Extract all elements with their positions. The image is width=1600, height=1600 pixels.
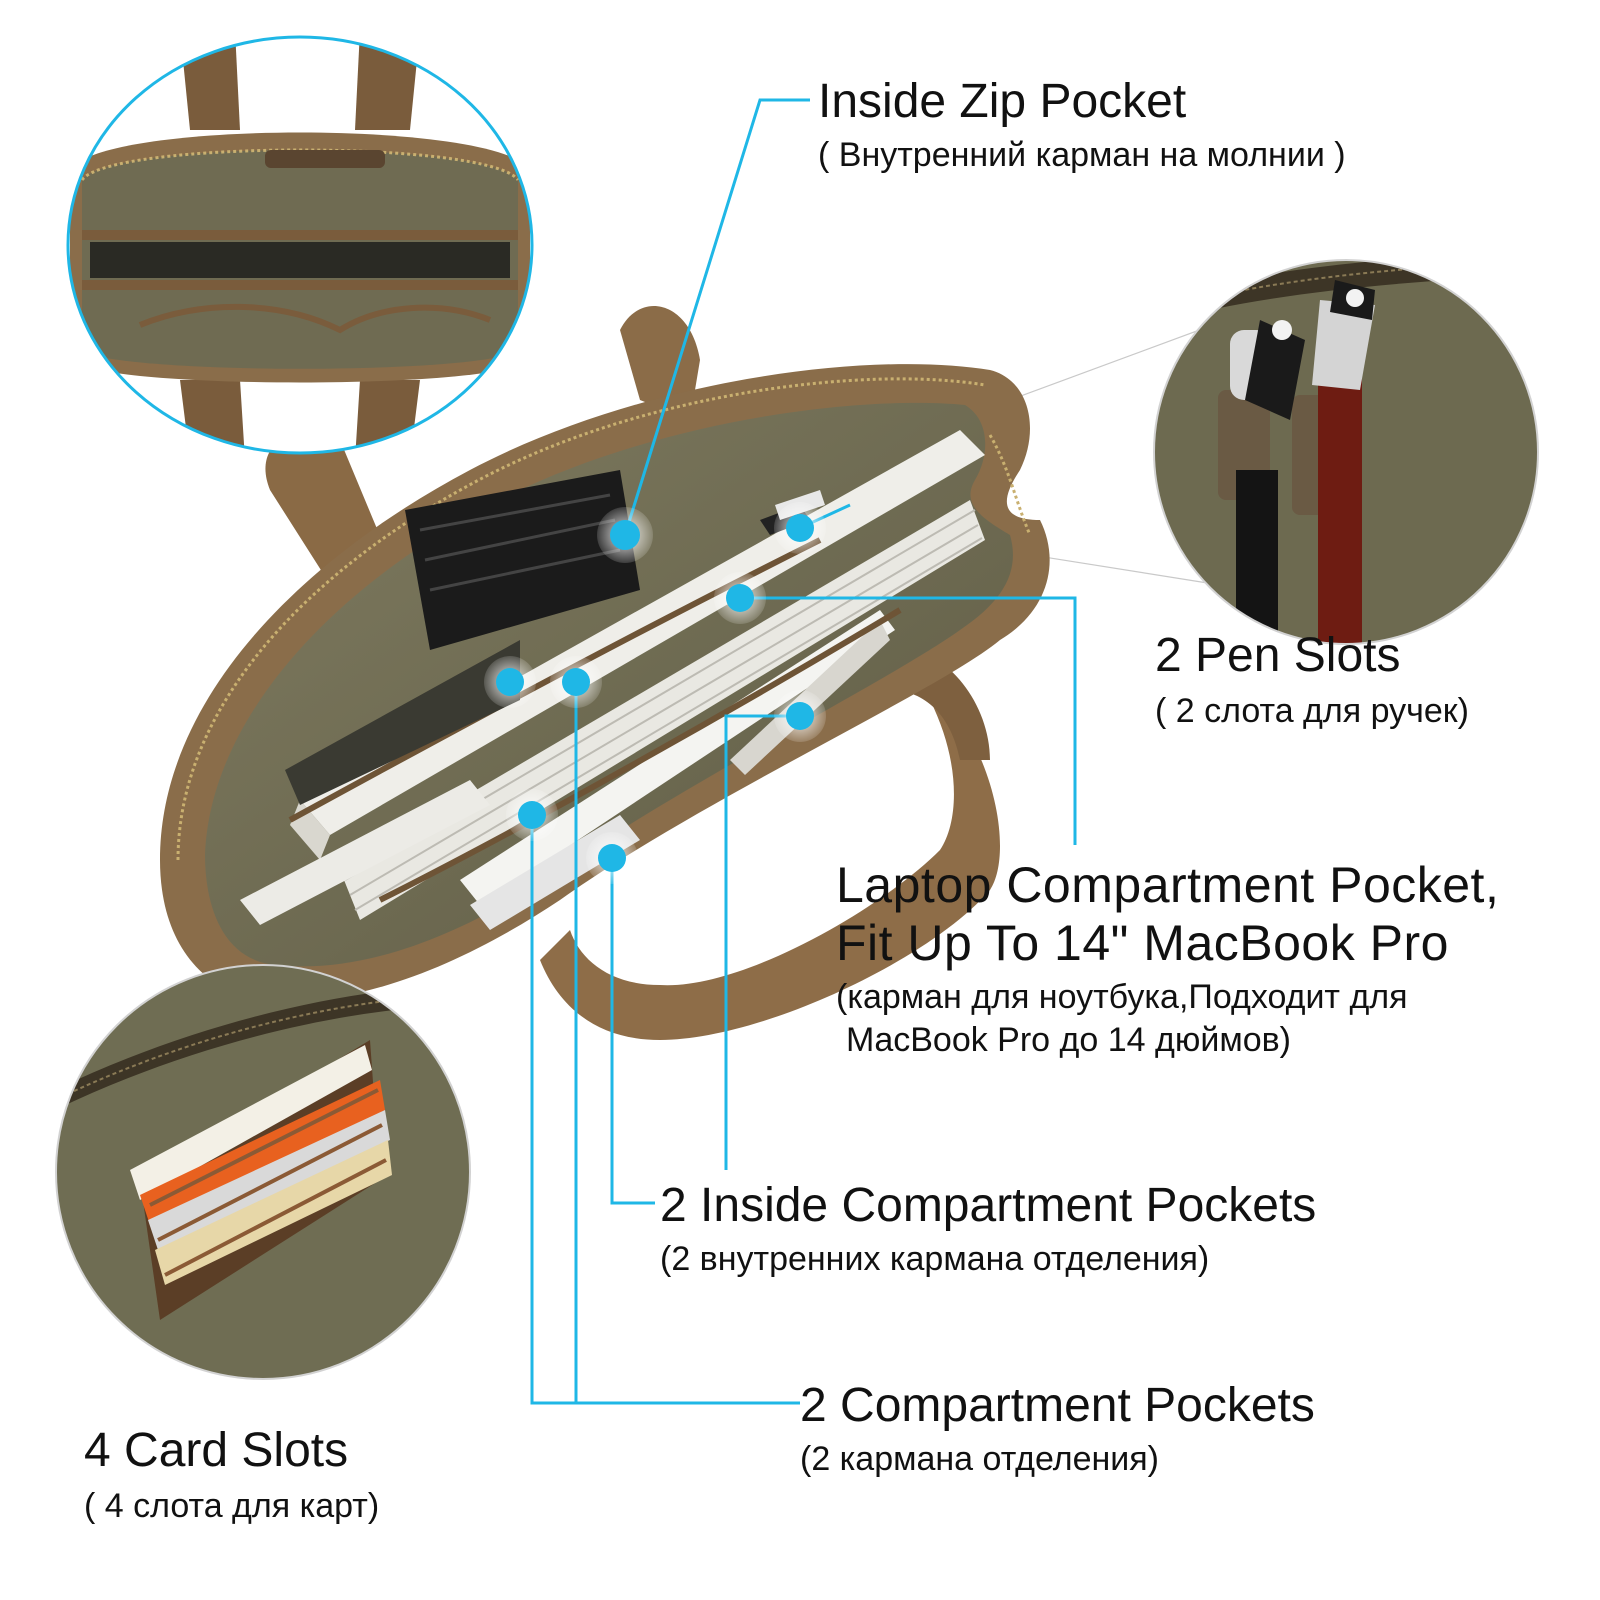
zip-pocket-title: Inside Zip Pocket: [818, 75, 1187, 128]
pen-slots-subtitle: ( 2 слота для ручек): [1155, 691, 1469, 730]
zoom-bag-interior: [68, 37, 532, 453]
zoom-card-slots: [56, 965, 470, 1379]
laptop-subtitle-line2: MacBook Pro до 14 дюймов): [846, 1020, 1291, 1059]
callout-zip-pocket: Inside Zip Pocket ( Внутренний карман на…: [818, 76, 1346, 176]
pen-slots-title: 2 Pen Slots: [1155, 629, 1401, 682]
marker-laptop: [714, 572, 766, 624]
marker-zip-pocket: [597, 507, 653, 563]
compartment-title: 2 Compartment Pockets: [800, 1379, 1315, 1432]
laptop-title-line1: Laptop Compartment Pocket,: [836, 857, 1500, 913]
card-slots-title: 4 Card Slots: [84, 1424, 349, 1477]
laptop-subtitle-line1: (карман для ноутбука,Подходит для: [836, 978, 1408, 1016]
callout-markers: [484, 502, 826, 884]
marker-compartment-1: [484, 656, 536, 708]
callout-compartment: 2 Compartment Pockets (2 кармана отделен…: [800, 1380, 1315, 1480]
zoom-pen-slots: [1154, 260, 1538, 644]
callout-pen-slots: 2 Pen Slots ( 2 слота для ручек): [1155, 630, 1469, 732]
callout-card-slots: 4 Card Slots ( 4 слота для карт): [84, 1425, 379, 1527]
callout-laptop: Laptop Compartment Pocket, Fit Up To 14"…: [836, 857, 1499, 1061]
zoom-ellipse-border: [66, 35, 534, 455]
marker-compartment-2: [550, 656, 602, 708]
marker-pen-slots: [774, 502, 826, 554]
callout-leader-lines: [530, 98, 1077, 1405]
callout-inside-compartment: 2 Inside Compartment Pockets (2 внутренн…: [660, 1180, 1316, 1280]
zip-pocket-subtitle: ( Внутренний карман на молнии ): [818, 135, 1346, 174]
inside-compartment-subtitle: (2 внутренних кармана отделения): [660, 1239, 1210, 1278]
inside-compartment-title: 2 Inside Compartment Pockets: [660, 1179, 1317, 1232]
marker-inside-compartment-1: [774, 690, 826, 742]
compartment-subtitle: (2 кармана отделения): [800, 1439, 1160, 1478]
card-slots-subtitle: ( 4 слота для карт): [84, 1486, 380, 1525]
zoom-card-border: [55, 964, 471, 1380]
laptop-title-line2: Fit Up To 14" MacBook Pro: [836, 914, 1449, 971]
marker-compartment-3: [506, 789, 558, 841]
marker-inside-compartment-2: [586, 832, 638, 884]
zoom-pen-border: [1153, 259, 1539, 645]
